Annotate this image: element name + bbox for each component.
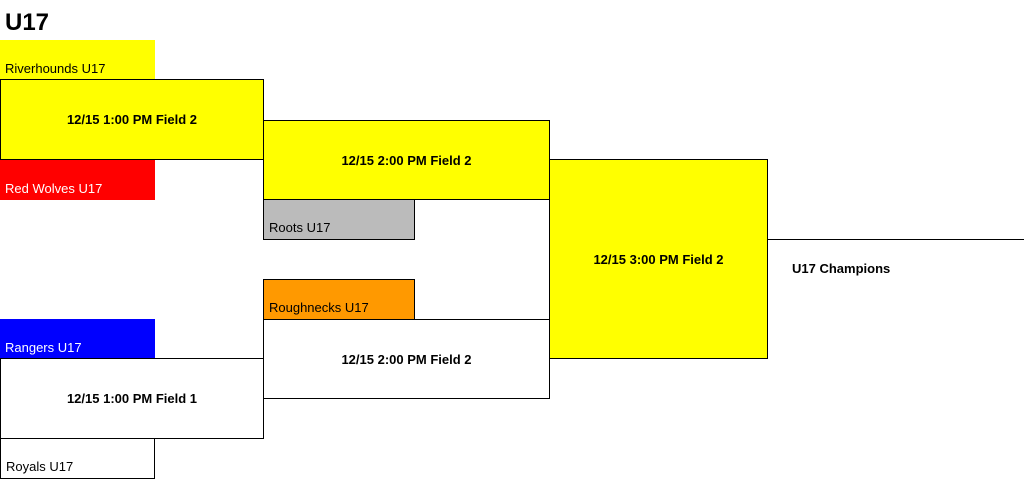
team-label: Roots U17 xyxy=(269,220,331,235)
bracket-title: U17 xyxy=(5,9,50,36)
match-final[interactable]: 12/15 3:00 PM Field 2 xyxy=(549,159,768,359)
team-label: Riverhounds U17 xyxy=(5,61,106,76)
champions-label: U17 Champions xyxy=(792,261,891,276)
match-label: 12/15 2:00 PM Field 2 xyxy=(341,152,472,168)
team-roots[interactable]: Roots U17 xyxy=(263,199,415,240)
team-rangers[interactable]: Rangers U17 xyxy=(0,319,155,359)
team-riverhounds[interactable]: Riverhounds U17 xyxy=(0,40,155,80)
match-r1-bottom[interactable]: 12/15 1:00 PM Field 1 xyxy=(0,358,264,439)
match-r2-top[interactable]: 12/15 2:00 PM Field 2 xyxy=(263,120,550,200)
team-label: Royals U17 xyxy=(6,459,74,474)
team-label: Roughnecks U17 xyxy=(269,300,369,315)
match-label: 12/15 1:00 PM Field 2 xyxy=(66,112,198,127)
match-label: 12/15 1:00 PM Field 1 xyxy=(66,391,198,406)
match-r1-top[interactable]: 12/15 1:00 PM Field 2 xyxy=(0,79,264,160)
champions-line xyxy=(767,239,1024,240)
match-label: 12/15 2:00 PM Field 2 xyxy=(341,351,472,367)
team-royals[interactable]: Royals U17 xyxy=(0,438,155,479)
team-red-wolves[interactable]: Red Wolves U17 xyxy=(0,160,155,200)
match-r2-bottom[interactable]: 12/15 2:00 PM Field 2 xyxy=(263,319,550,399)
team-label: Red Wolves U17 xyxy=(5,181,103,196)
match-label: 12/15 3:00 PM Field 2 xyxy=(593,251,724,267)
team-label: Rangers U17 xyxy=(5,340,82,355)
team-roughnecks[interactable]: Roughnecks U17 xyxy=(263,279,415,320)
